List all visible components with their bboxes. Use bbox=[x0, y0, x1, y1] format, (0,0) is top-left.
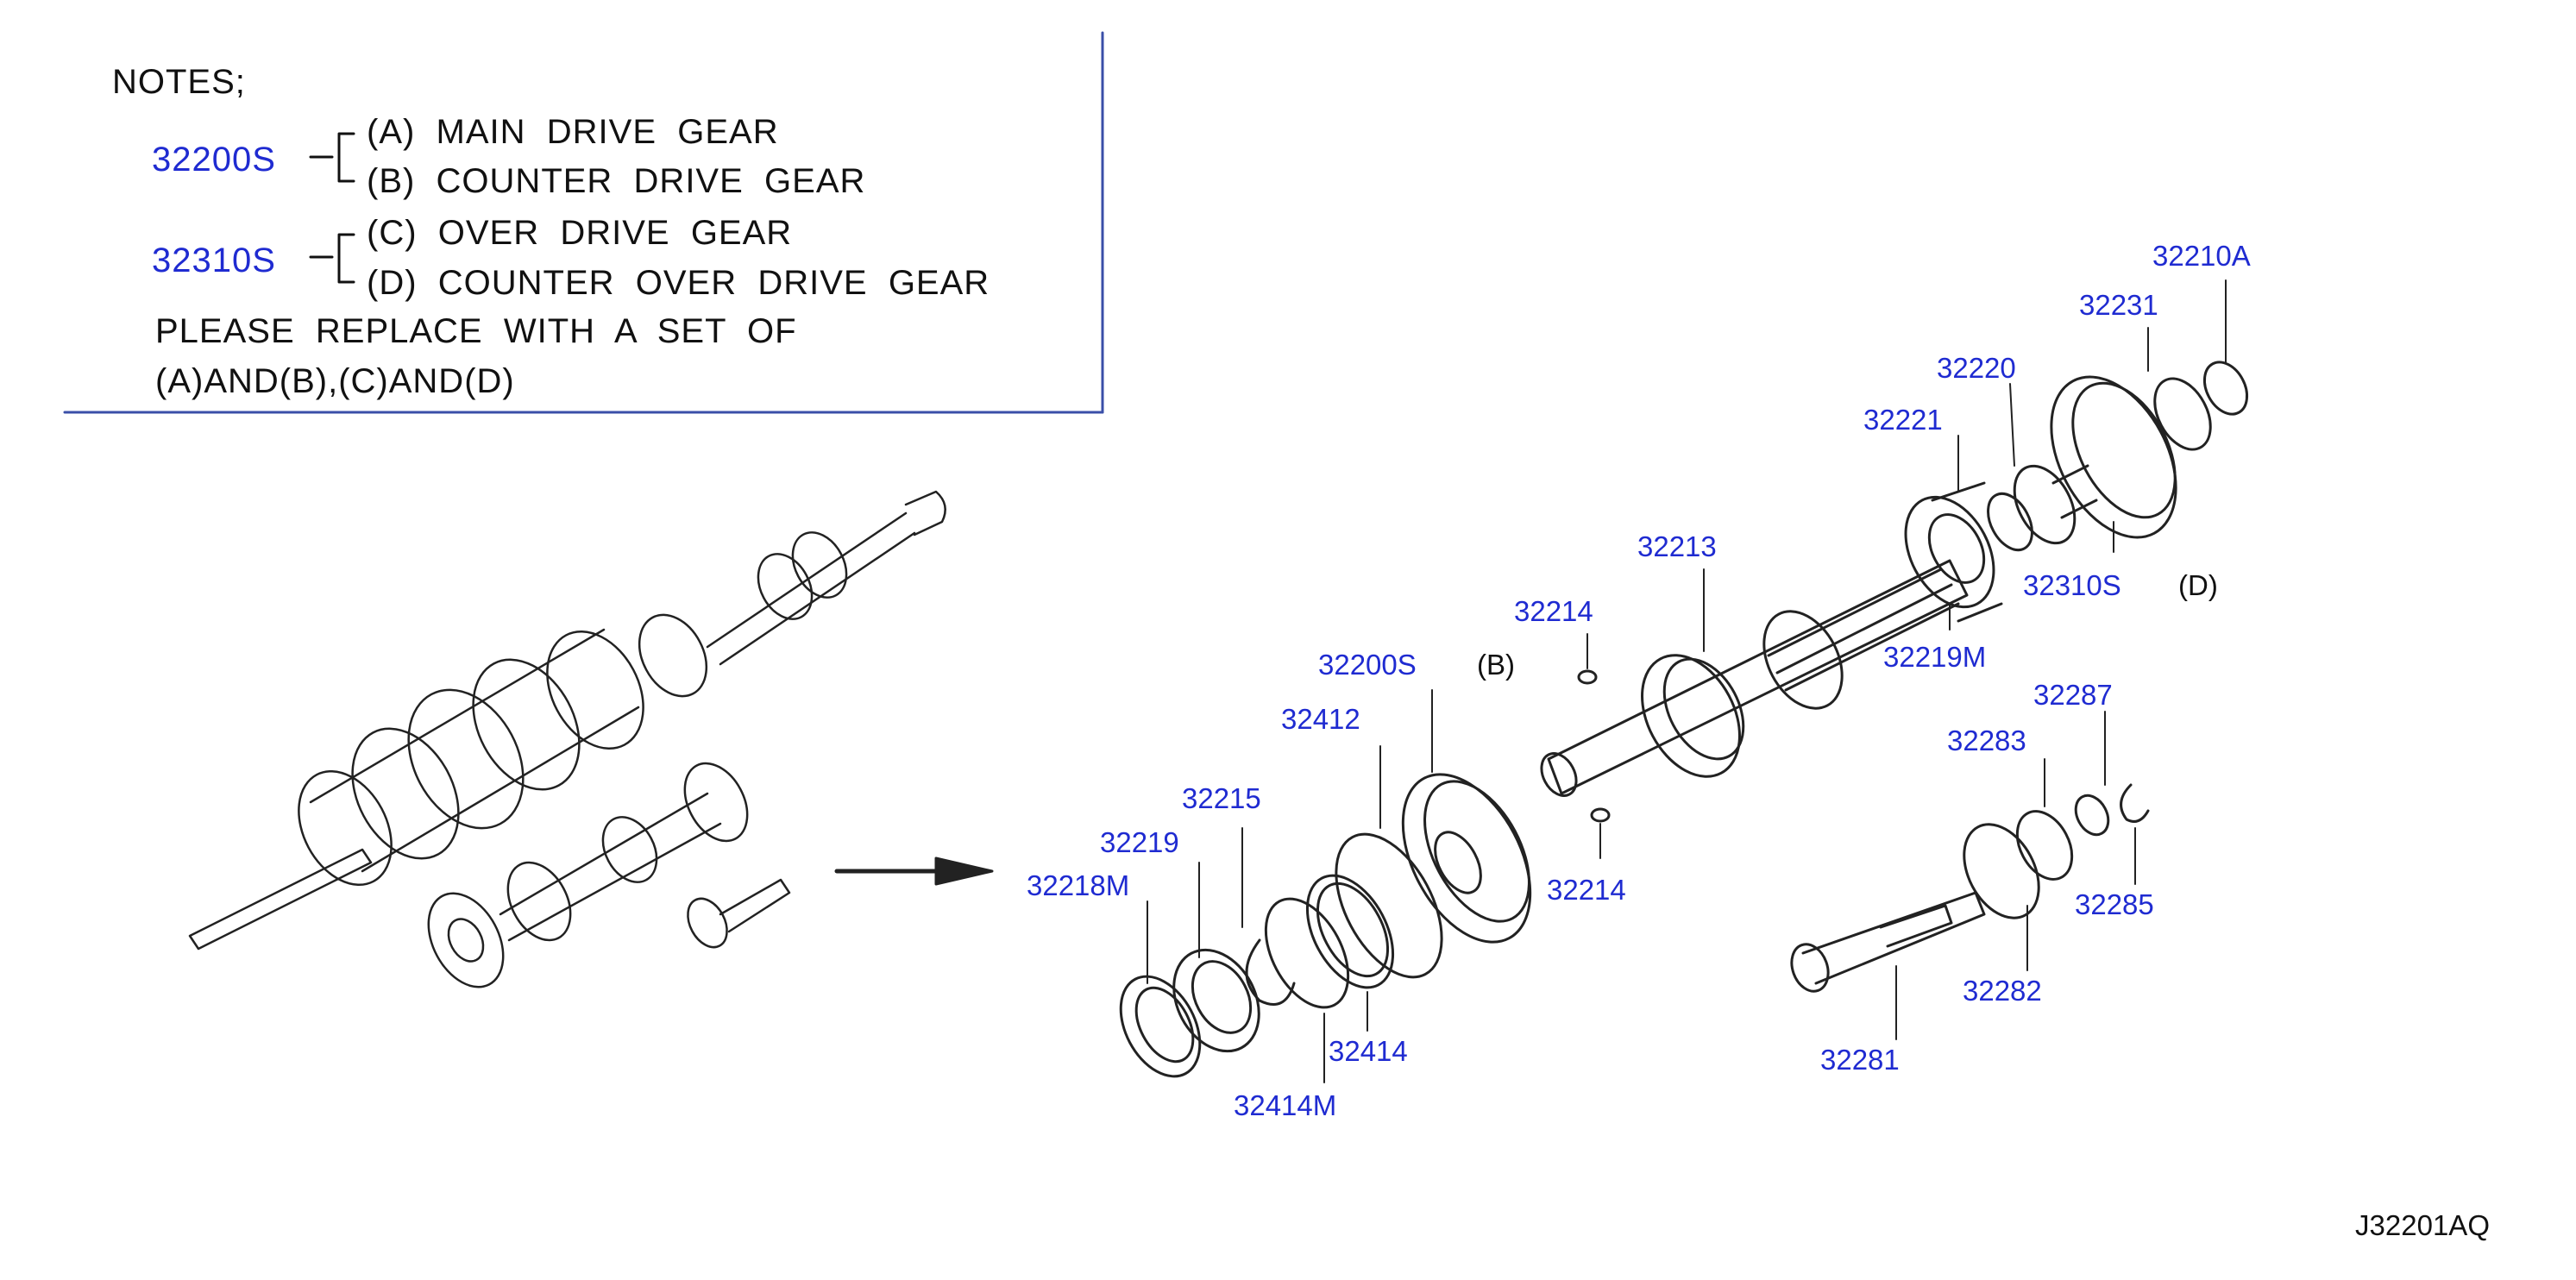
notes-item-b: (B) COUNTER DRIVE GEAR bbox=[367, 162, 866, 200]
gear-32283 bbox=[2015, 810, 2074, 881]
key-32214-top bbox=[1577, 669, 1598, 685]
part-number-32219M[interactable]: 32219M bbox=[1883, 641, 1987, 673]
notes-box-border bbox=[63, 31, 1104, 414]
assembly-overview-illustration bbox=[188, 490, 946, 988]
ring-32414 bbox=[1305, 874, 1395, 989]
part-number-32231[interactable]: 32231 bbox=[2079, 289, 2158, 321]
direction-arrow bbox=[834, 856, 994, 886]
notes-item-c: (C) OVER DRIVE GEAR bbox=[367, 214, 793, 252]
part-number-32218M[interactable]: 32218M bbox=[1027, 869, 1130, 901]
part-number-32283[interactable]: 32283 bbox=[1947, 725, 2026, 756]
part-number-32285[interactable]: 32285 bbox=[2075, 888, 2154, 920]
main-shaft-32213 bbox=[1540, 559, 1969, 797]
part-number-32213[interactable]: 32213 bbox=[1637, 530, 1717, 562]
counter-shaft-32281 bbox=[1790, 891, 1986, 993]
main-drive-gear-32200S bbox=[1401, 773, 1532, 944]
notes-item-a: (A) MAIN DRIVE GEAR bbox=[367, 113, 779, 151]
collar-32221 bbox=[1987, 492, 2033, 552]
notes-ref-32200S: 32200S bbox=[152, 141, 276, 179]
part-number-32412[interactable]: 32412 bbox=[1281, 703, 1360, 735]
bearing-32219 bbox=[1172, 948, 1260, 1053]
diagram-code: J32201AQ bbox=[2355, 1209, 2490, 1241]
notes-line-1: PLEASE REPLACE WITH A SET OF bbox=[155, 312, 797, 350]
snap-ring-32215 bbox=[1245, 938, 1296, 1006]
part-number-32221[interactable]: 32221 bbox=[1863, 404, 1943, 436]
notes-title: NOTES; bbox=[112, 63, 246, 101]
ring-32414M bbox=[1264, 897, 1350, 1009]
part-number-32220[interactable]: 32220 bbox=[1937, 352, 2016, 384]
overdrive-gear-32310S bbox=[2050, 375, 2177, 539]
snap-ring-32285 bbox=[2120, 783, 2150, 823]
part-number-32210A[interactable]: 32210A bbox=[2152, 240, 2251, 272]
notes-line-2: (A)AND(B),(C)AND(D) bbox=[155, 362, 515, 400]
gear-32220 bbox=[2013, 464, 2077, 545]
part-number-32215[interactable]: 32215 bbox=[1182, 782, 1261, 814]
part-number-32414[interactable]: 32414 bbox=[1329, 1035, 1408, 1067]
part-number-32214-top[interactable]: 32214 bbox=[1514, 595, 1593, 627]
part-number-32287[interactable]: 32287 bbox=[2033, 679, 2113, 711]
synchronizer-ring-32412 bbox=[1335, 832, 1443, 979]
part-number-32200S[interactable]: 32200S bbox=[1318, 649, 1417, 681]
notes-bracket-2 bbox=[309, 233, 355, 284]
part-number-32281[interactable]: 32281 bbox=[1820, 1044, 1900, 1076]
part-number-32219[interactable]: 32219 bbox=[1100, 826, 1179, 858]
part-number-32214-bottom[interactable]: 32214 bbox=[1547, 874, 1626, 906]
ring-32414-inner bbox=[1316, 882, 1390, 978]
notes-item-d: (D) COUNTER OVER DRIVE GEAR bbox=[367, 264, 990, 302]
callout-d: (D) bbox=[2178, 569, 2218, 601]
part-number-32282[interactable]: 32282 bbox=[1963, 975, 2042, 1007]
bearing-32219M bbox=[1904, 481, 2003, 623]
key-32214-bottom bbox=[1590, 807, 1611, 823]
part-number-32414M[interactable]: 32414M bbox=[1234, 1089, 1337, 1121]
notes-bracket-1 bbox=[309, 132, 355, 183]
part-number-32310S[interactable]: 32310S bbox=[2023, 569, 2121, 601]
retainer-32218M bbox=[1119, 975, 1202, 1078]
notes-ref-32310S: 32310S bbox=[152, 242, 276, 279]
nut-32210A bbox=[2202, 361, 2249, 416]
gear-32282 bbox=[1963, 823, 2040, 919]
bearing-32231 bbox=[2153, 377, 2212, 451]
washer-32287 bbox=[2074, 794, 2110, 837]
callout-b: (B) bbox=[1477, 649, 1515, 681]
leader-lines bbox=[1147, 279, 2227, 1083]
